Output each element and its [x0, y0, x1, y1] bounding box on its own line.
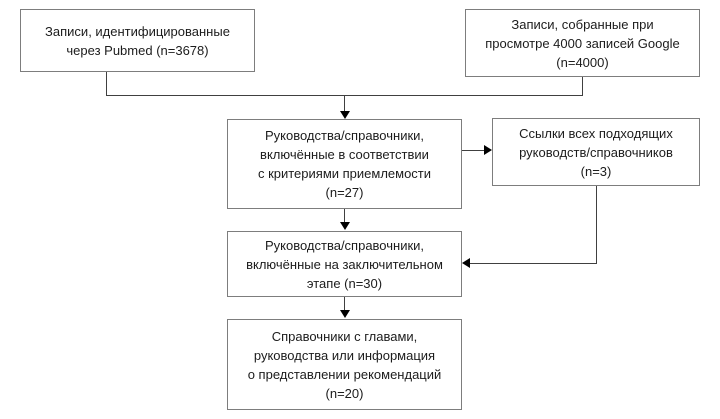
node-text-line: включённые в соответствии — [260, 147, 429, 162]
connector-google-drop — [582, 77, 583, 96]
arrowhead-left-final-icon — [462, 258, 470, 268]
node-text-line: руководств/справочников — [519, 144, 673, 160]
node-text-line: (n=3) — [580, 163, 612, 179]
node-text-line: о представлении рекомендаций — [247, 366, 442, 382]
node-text-line: Руководства/справочники, — [264, 237, 425, 253]
node-included-final-stage: Руководства/справочники, включённые на з… — [227, 231, 462, 297]
connector-into-eligibility — [344, 95, 345, 112]
node-references-suitable: Ссылки всех подходящих руководств/справо… — [492, 118, 700, 186]
node-text-line: (n=4000) — [556, 54, 609, 70]
node-text-line: с критериями приемлемости — [257, 166, 432, 181]
node-text-line: включённые на заключительном — [246, 256, 443, 272]
connector-references-to-final — [470, 263, 597, 264]
arrowhead-right-references-icon — [484, 145, 492, 155]
node-text-line: просмотре 4000 записей Google — [485, 35, 680, 51]
node-text-line: (n=20) — [325, 385, 364, 401]
node-text-line: этапе (n=30) — [306, 275, 383, 291]
connector-eligibility-to-references — [462, 150, 485, 151]
arrowhead-down-final-icon — [340, 222, 350, 230]
node-text-line: Записи, идентифицированные — [45, 23, 230, 39]
node-chapters-guidelines: Справочники с главами, руководства или и… — [227, 319, 462, 410]
node-text-line: руководства или информация — [253, 347, 436, 363]
connector-final-to-chapters — [344, 297, 345, 311]
node-included-eligibility: Руководства/справочники, включённые в со… — [227, 119, 462, 209]
connector-eligibility-to-final — [344, 209, 345, 223]
node-text-line: Записи, собранные при — [511, 16, 654, 32]
connector-pubmed-drop — [106, 72, 107, 96]
arrowhead-down-chapters-icon — [340, 310, 350, 318]
node-text-line: Ссылки всех подходящих — [519, 125, 673, 141]
node-text-line: через Pubmed (n=3678) — [66, 42, 209, 58]
node-text-line: Справочники с главами, — [271, 328, 418, 344]
arrowhead-down-eligibility-icon — [340, 111, 350, 119]
node-google-records: Записи, собранные при просмотре 4000 зап… — [465, 9, 700, 77]
connector-references-drop — [596, 186, 597, 264]
node-pubmed-records: Записи, идентифицированные через Pubmed … — [20, 9, 255, 72]
node-text-line: (n=27) — [325, 185, 364, 200]
node-text-line: Руководства/справочники, — [264, 128, 425, 143]
